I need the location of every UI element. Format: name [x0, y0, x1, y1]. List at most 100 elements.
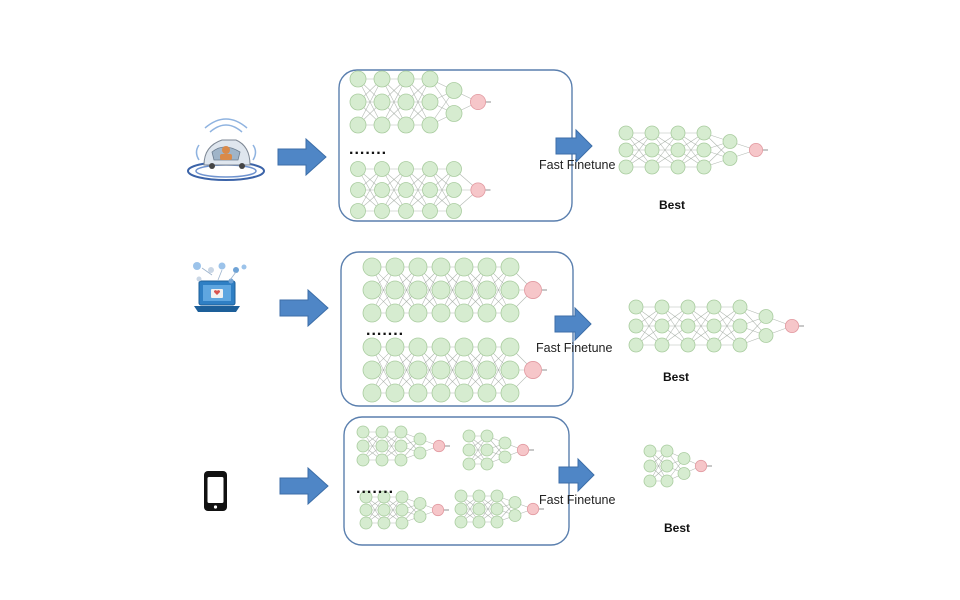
network-node: [385, 360, 405, 380]
network-node: [454, 502, 468, 516]
network-node: [362, 337, 382, 357]
network-node: [680, 299, 696, 315]
network-edge: [687, 306, 715, 346]
network-node: [395, 516, 409, 530]
device-to-models-arrow: [279, 466, 329, 506]
network-node: [660, 444, 674, 458]
network-node: [472, 515, 486, 529]
network-node: [508, 509, 522, 522]
network-edge: [635, 306, 663, 346]
network-node: [654, 318, 670, 334]
network-node: [356, 453, 370, 467]
more-models-ellipsis: .......: [349, 141, 387, 158]
network-node: [508, 496, 522, 509]
network-edge: [381, 78, 407, 126]
network-node: [500, 280, 520, 300]
network-node: [454, 515, 468, 529]
network-node: [377, 516, 391, 530]
network-node: [454, 303, 474, 323]
network-node: [421, 70, 439, 88]
network-node: [362, 257, 382, 277]
network-node: [349, 93, 367, 111]
output-node: [748, 142, 764, 158]
more-models-ellipsis: .......: [356, 480, 394, 497]
candidate-network: [462, 429, 534, 471]
network-node: [385, 303, 405, 323]
network-node: [480, 443, 494, 457]
network-node: [670, 142, 686, 158]
network-node: [375, 425, 389, 439]
network-node: [644, 142, 660, 158]
network-node: [375, 453, 389, 467]
network-node: [670, 159, 686, 175]
network-node: [680, 337, 696, 353]
network-node: [677, 467, 691, 480]
best-label: Best: [659, 198, 685, 212]
network-node: [356, 425, 370, 439]
network-node: [395, 490, 409, 504]
network-node: [477, 360, 497, 380]
network-node: [395, 503, 409, 517]
network-node: [359, 516, 373, 530]
network-node: [706, 299, 722, 315]
network-node: [362, 360, 382, 380]
network-node: [408, 337, 428, 357]
network-node: [377, 490, 391, 504]
network-node: [500, 257, 520, 277]
network-node: [350, 203, 366, 219]
network-node: [398, 203, 414, 219]
network-node: [462, 443, 476, 457]
network-node: [446, 161, 462, 177]
network-node: [373, 70, 391, 88]
output-node: [432, 439, 446, 453]
network-node: [500, 383, 520, 403]
network-node: [431, 257, 451, 277]
network-node: [421, 93, 439, 111]
network-node: [385, 257, 405, 277]
network-node: [408, 280, 428, 300]
network-node: [643, 444, 657, 458]
network-node: [696, 159, 712, 175]
cloud-service-icons: [193, 262, 247, 284]
network-node: [500, 303, 520, 323]
output-node: [694, 459, 708, 473]
network-node: [431, 383, 451, 403]
car-icon: [187, 118, 265, 181]
candidate-network: [349, 70, 491, 134]
network-node: [421, 116, 439, 134]
network-node: [362, 280, 382, 300]
network-node: [477, 303, 497, 323]
finetune-arrow: [555, 128, 593, 164]
best-label: Best: [663, 370, 689, 384]
network-node: [422, 161, 438, 177]
candidate-network: [359, 490, 449, 530]
output-node: [784, 318, 800, 334]
network-node: [732, 299, 748, 315]
network-edge: [405, 78, 431, 126]
more-models-ellipsis: .......: [366, 322, 404, 339]
network-node: [644, 125, 660, 141]
fast-finetune-label: Fast Finetune: [539, 158, 615, 172]
network-node: [408, 360, 428, 380]
output-node: [516, 443, 530, 457]
network-node: [431, 303, 451, 323]
laptop-icon: [193, 262, 247, 312]
network-node: [644, 159, 660, 175]
network-node: [643, 474, 657, 488]
network-node: [374, 203, 390, 219]
network-node: [374, 161, 390, 177]
best-label: Best: [664, 521, 690, 535]
network-node: [413, 446, 427, 460]
network-node: [722, 134, 738, 149]
network-node: [618, 125, 634, 141]
network-node: [477, 280, 497, 300]
network-node: [477, 337, 497, 357]
network-node: [398, 161, 414, 177]
network-node: [385, 337, 405, 357]
network-node: [394, 439, 408, 453]
network-node: [490, 502, 504, 516]
network-node: [628, 299, 644, 315]
network-edge: [357, 168, 383, 212]
output-node: [431, 503, 445, 517]
